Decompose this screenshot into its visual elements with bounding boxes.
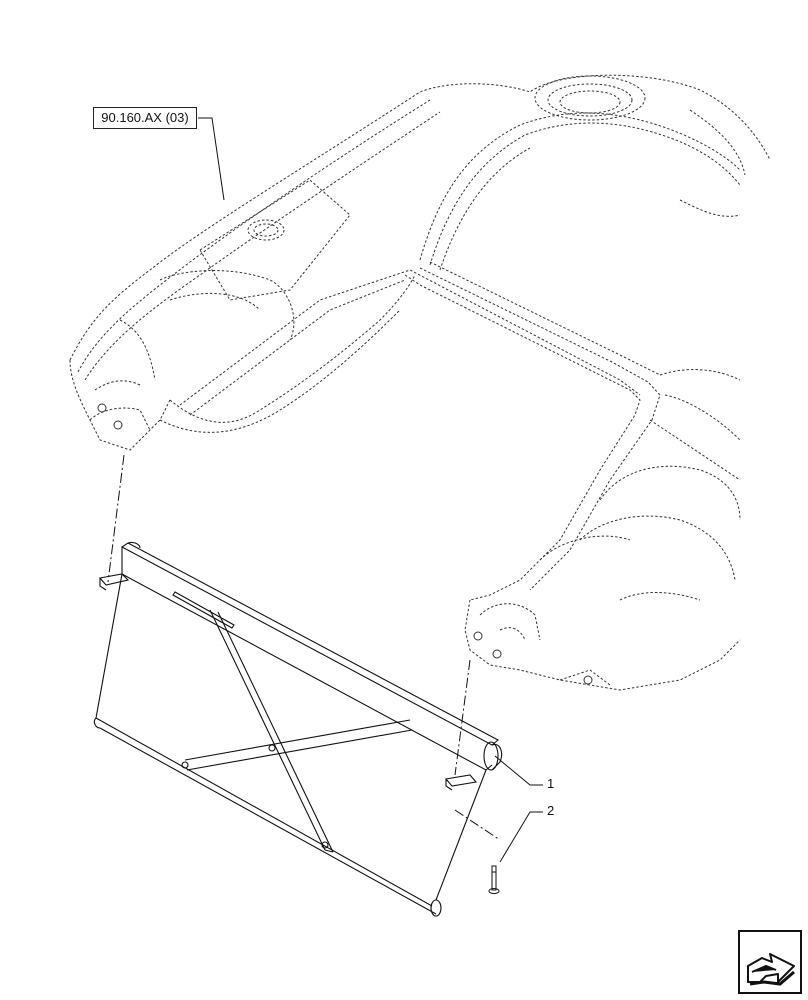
bracket-holes [97, 403, 593, 685]
reference-label[interactable]: 90.160.AX (03) [93, 107, 197, 129]
bolt-part [488, 865, 500, 894]
callout-1: 1 [547, 776, 555, 791]
next-page-button[interactable] [738, 930, 802, 994]
next-page-arrow-icon [747, 953, 795, 986]
sunshade-assembly [93, 541, 503, 917]
leader-lines [198, 117, 543, 863]
callout-2: 2 [547, 803, 555, 818]
assembly-center-lines [107, 454, 501, 841]
cab-roof-structure [69, 74, 771, 691]
